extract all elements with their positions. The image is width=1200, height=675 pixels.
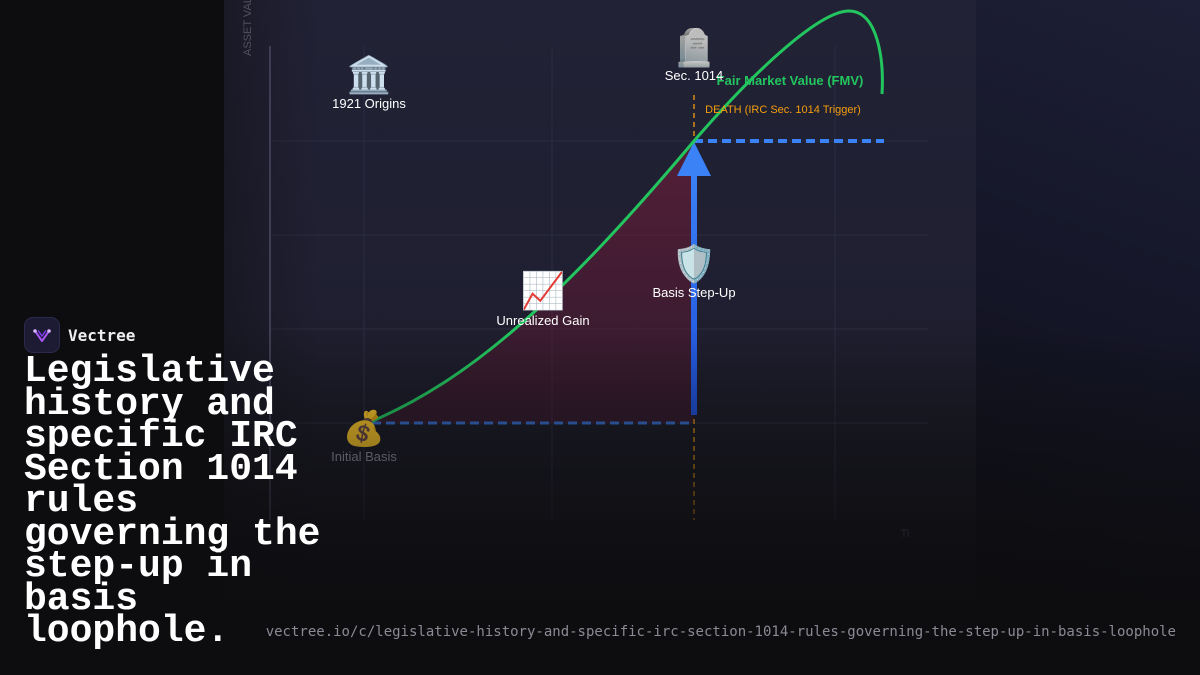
node-label-initial-basis: Initial Basis xyxy=(331,449,397,464)
node-label-unrealized-gain: Unrealized Gain xyxy=(496,313,589,328)
node-label-sec-1014: Sec. 1014 xyxy=(665,68,724,83)
node-label-origins: 1921 Origins xyxy=(332,96,406,111)
death-trigger-label: DEATH (IRC Sec. 1014 Trigger) xyxy=(705,104,861,116)
shield-icon: 🛡️ xyxy=(672,243,717,285)
brand[interactable]: Vectree xyxy=(24,317,135,353)
page-title: Legislative history and specific IRC Sec… xyxy=(24,350,321,653)
node-basis-step-up: 🛡️ Basis Step-Up xyxy=(652,243,735,300)
step-up-arrow xyxy=(677,142,711,415)
y-axis-label: ASSET VAL xyxy=(242,0,254,56)
vectree-logo-icon xyxy=(24,317,60,353)
node-unrealized-gain: 📈 Unrealized Gain xyxy=(496,270,589,328)
page-url[interactable]: vectree.io/c/legislative-history-and-spe… xyxy=(265,624,1176,640)
headstone-icon: 🪦 xyxy=(672,27,717,69)
fmv-label: Fair Market Value (FMV) xyxy=(717,73,864,88)
node-sec-1014: 🪦 Sec. 1014 xyxy=(665,27,724,83)
node-label-basis-step-up: Basis Step-Up xyxy=(652,285,735,300)
chart-increasing-icon: 📈 xyxy=(521,270,566,312)
x-axis-end-label: Ti xyxy=(901,528,910,540)
brand-name: Vectree xyxy=(68,325,136,345)
money-bag-icon: 💰 xyxy=(343,409,385,449)
classical-building-icon: 🏛️ xyxy=(347,54,392,96)
node-1921-origins: 🏛️ 1921 Origins xyxy=(332,54,406,111)
